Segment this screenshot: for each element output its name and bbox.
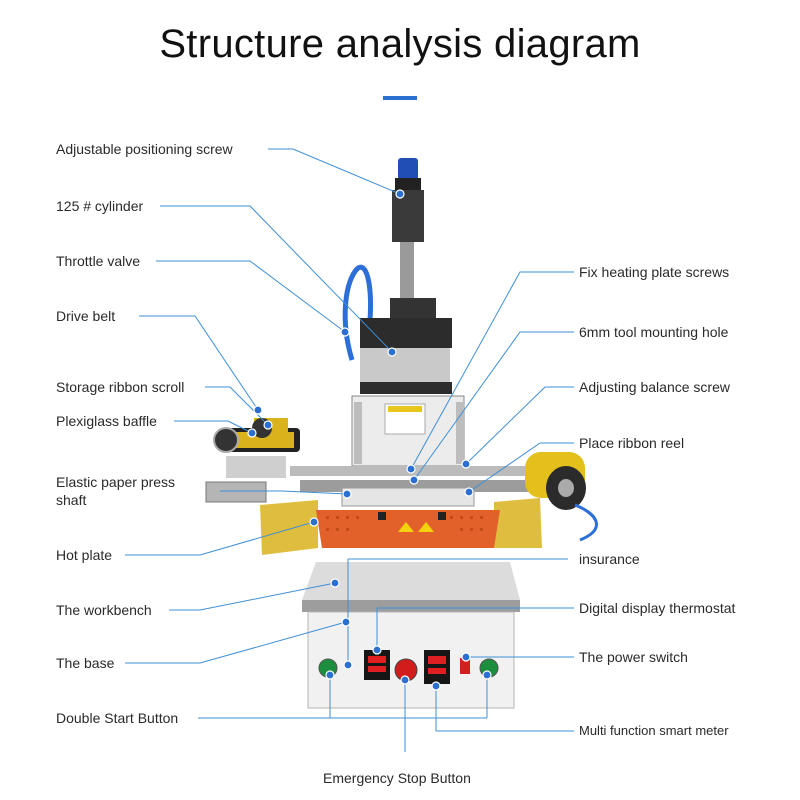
label-fix-heating-plate-screws: Fix heating plate screws — [579, 264, 730, 280]
leader-dot-icon — [461, 652, 471, 662]
leader-dot-icon — [400, 675, 410, 685]
leader-dot-icon — [387, 347, 397, 357]
leader-dot-icon — [325, 670, 335, 680]
leader-dot-icon — [309, 517, 319, 527]
leader-dot-icon — [330, 578, 340, 588]
label-throttle-valve: Throttle valve — [56, 253, 141, 269]
label-drive-belt: Drive belt — [56, 308, 116, 324]
leader-dot-icon — [247, 428, 257, 438]
leader-dot-icon — [341, 617, 351, 627]
label-adjusting-balance-screw: Adjusting balance screw — [579, 379, 730, 395]
label-6mm-tool-mounting-hole: 6mm tool mounting hole — [579, 324, 729, 340]
leader-dot-icon — [342, 489, 352, 499]
leader-dot-icon — [406, 464, 416, 474]
label-multi-function-smart-meter: Multi function smart meter — [579, 723, 729, 738]
leader-dot-icon — [464, 487, 474, 497]
label-emergency-stop-button: Emergency Stop Button — [323, 770, 471, 786]
label-storage-ribbon-scroll: Storage ribbon scroll — [56, 379, 185, 395]
label-place-ribbon-reel: Place ribbon reel — [579, 435, 685, 451]
label-the-base: The base — [56, 655, 115, 671]
leader-dot-icon — [431, 681, 441, 691]
leader-dot-icon — [340, 327, 350, 337]
label-the-power-switch: The power switch — [579, 649, 688, 665]
leader-lines — [125, 148, 574, 752]
leader-dot-icon — [253, 405, 263, 415]
machine-drawing — [205, 158, 598, 709]
label-double-start-button: Double Start Button — [56, 710, 179, 726]
leader-dot-icon — [461, 459, 471, 469]
label-insurance: insurance — [579, 551, 640, 567]
title-underline — [383, 96, 417, 100]
leader-dot-icon — [343, 660, 353, 670]
leader-dot-icon — [409, 475, 419, 485]
leader-dot-icon — [395, 189, 405, 199]
label-elastic-paper-press-shaft: Elastic paper press shaft — [56, 474, 176, 508]
label-125-cylinder: 125 # cylinder — [56, 198, 144, 214]
leader-dot-icon — [263, 420, 273, 430]
label-the-workbench: The workbench — [56, 602, 152, 618]
label-adjustable-positioning-screw: Adjustable positioning screw — [56, 141, 233, 157]
label-digital-display-thermostat: Digital display thermostat — [579, 600, 736, 616]
leader-dots — [247, 189, 492, 691]
leader-dot-icon — [372, 645, 382, 655]
label-hot-plate: Hot plate — [56, 547, 113, 563]
page-title: Structure analysis diagram — [159, 22, 641, 66]
leader-dot-icon — [482, 670, 492, 680]
label-plexiglass-baffle: Plexiglass baffle — [56, 413, 157, 429]
